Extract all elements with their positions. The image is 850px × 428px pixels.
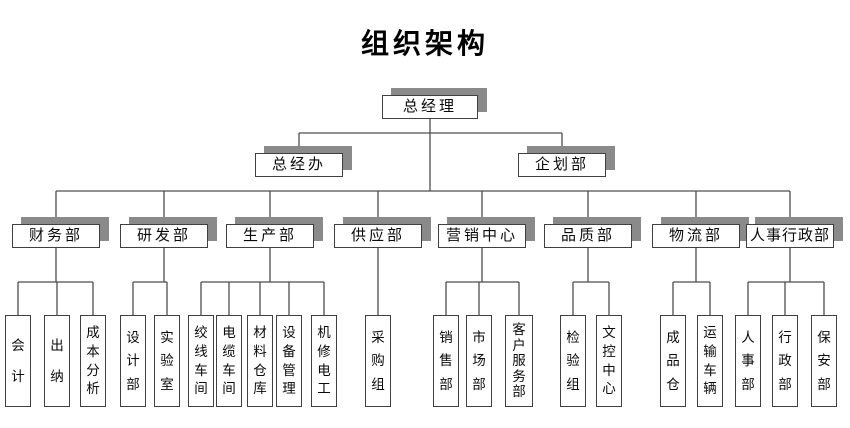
- node-security-dept: 保安部: [811, 315, 837, 407]
- node-sales-dept: 销售部: [433, 315, 459, 407]
- node-material-warehouse: 材料仓库: [247, 315, 273, 407]
- node-logistics-dept: 物流部: [652, 224, 740, 248]
- node-purchasing-group: 采购组: [365, 315, 391, 407]
- node-label: 文控中心: [602, 325, 616, 397]
- node-label: 设备管理: [282, 325, 296, 397]
- node-label: 检验组: [566, 329, 580, 392]
- node-label: 运输车辆: [703, 325, 717, 397]
- node-label: 企划部: [534, 156, 589, 173]
- node-label: 绞线车间: [194, 325, 208, 397]
- node-equipment-management: 设备管理: [276, 315, 302, 407]
- node-label: 生产部: [242, 227, 297, 244]
- node-label: 成品仓: [666, 329, 680, 392]
- node-label: 会计: [11, 337, 25, 384]
- node-hr-dept: 人事部: [735, 315, 761, 407]
- node-label: 采购组: [371, 329, 385, 392]
- node-quality-dept: 品质部: [544, 224, 632, 248]
- node-label: 设计部: [126, 329, 140, 392]
- node-cashier: 出纳: [44, 315, 70, 407]
- node-label: 实验室: [160, 329, 174, 392]
- node-label: 人事行政部: [749, 227, 830, 244]
- node-label: 材料仓库: [253, 325, 267, 397]
- node-design-dept: 设计部: [120, 315, 146, 407]
- node-label: 出纳: [50, 337, 64, 384]
- node-label: 供应部: [350, 227, 405, 244]
- node-label: 物流部: [668, 227, 723, 244]
- node-production-dept: 生产部: [226, 224, 314, 248]
- node-label: 品质部: [560, 227, 615, 244]
- node-marketing-center: 营销中心: [438, 224, 526, 248]
- node-hr-admin-dept: 人事行政部: [746, 224, 834, 248]
- node-finance-dept: 财务部: [12, 224, 100, 248]
- node-supply-dept: 供应部: [334, 224, 422, 248]
- node-rd-dept: 研发部: [120, 224, 208, 248]
- node-inspection-group: 检验组: [560, 315, 586, 407]
- node-accounting: 会计: [5, 315, 31, 407]
- node-laboratory: 实验室: [154, 315, 180, 407]
- node-cable-workshop: 电缆车间: [216, 315, 242, 407]
- node-general-manager: 总经理: [382, 95, 478, 119]
- node-gm-office: 总经办: [255, 153, 343, 177]
- node-label: 机修电工: [317, 325, 331, 397]
- node-document-control-center: 文控中心: [596, 315, 622, 407]
- node-admin-dept: 行政部: [772, 315, 798, 407]
- node-label: 电缆车间: [222, 325, 236, 397]
- node-planning-dept: 企划部: [518, 153, 606, 177]
- chart-title: 组织架构: [360, 29, 489, 60]
- node-cost-analysis: 成本分析: [80, 315, 106, 407]
- node-market-dept: 市场部: [466, 315, 492, 407]
- node-label: 人事部: [741, 329, 755, 392]
- node-label: 客户服务部: [512, 322, 526, 400]
- node-label: 行政部: [778, 329, 792, 392]
- node-stranding-workshop: 绞线车间: [188, 315, 214, 407]
- node-label: 销售部: [439, 329, 453, 392]
- node-label: 营销中心: [445, 227, 518, 244]
- node-label: 市场部: [472, 329, 486, 392]
- node-label: 总经理: [402, 98, 457, 115]
- node-label: 总经办: [271, 156, 326, 173]
- node-label: 保安部: [817, 329, 831, 392]
- node-finished-goods-warehouse: 成品仓: [660, 315, 686, 407]
- node-label: 研发部: [136, 227, 191, 244]
- node-label: 财务部: [28, 227, 83, 244]
- node-transport-vehicles: 运输车辆: [697, 315, 723, 407]
- node-label: 成本分析: [86, 325, 100, 397]
- node-customer-service-dept: 客户服务部: [505, 315, 533, 407]
- node-machine-repair-electrician: 机修电工: [311, 315, 337, 407]
